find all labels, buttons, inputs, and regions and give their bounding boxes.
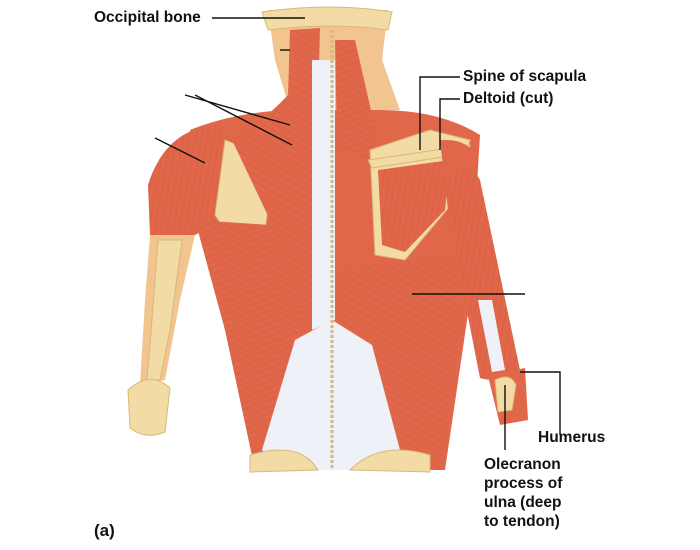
trapezius-fibers <box>232 28 320 330</box>
olecranon-label-line-4: to tendon) <box>484 513 560 530</box>
humerus-label: Humerus <box>538 429 606 446</box>
olecranon-label-line-1: Olecranon <box>484 456 561 473</box>
spine-of-scapula-label: Spine of scapula <box>463 68 587 85</box>
right-arm-fibers <box>445 168 520 381</box>
olecranon-label-line-2: process of <box>484 475 563 492</box>
deltoid-left-leader-line <box>154 137 206 164</box>
olecranon-label: Olecranon process of ulna (deep to tendo… <box>484 455 562 531</box>
left-hip-bone <box>249 449 319 473</box>
right-hip-bone <box>348 449 431 473</box>
spinal-fascia <box>312 60 335 330</box>
occipital-bone-label: Occipital bone <box>94 9 201 26</box>
figure-tag: (a) <box>94 521 115 540</box>
humerus-leader-line <box>520 371 561 435</box>
deltoid-cut-leader-line <box>439 98 460 150</box>
trapezius-leader-line-b <box>194 94 293 146</box>
trapezius-leader-line-a <box>184 94 291 126</box>
triceps-tendon <box>478 300 505 372</box>
left-humerus-bone <box>146 239 183 381</box>
occipital-bone-shape <box>261 6 393 31</box>
left-elbow <box>127 379 171 436</box>
olecranon-label-line-3: ulna (deep <box>484 494 562 511</box>
right-infraspinatus-fibers <box>378 160 450 252</box>
deltoid-cut-label: Deltoid (cut) <box>463 90 554 107</box>
spine-scapula-leader-line <box>419 76 460 150</box>
